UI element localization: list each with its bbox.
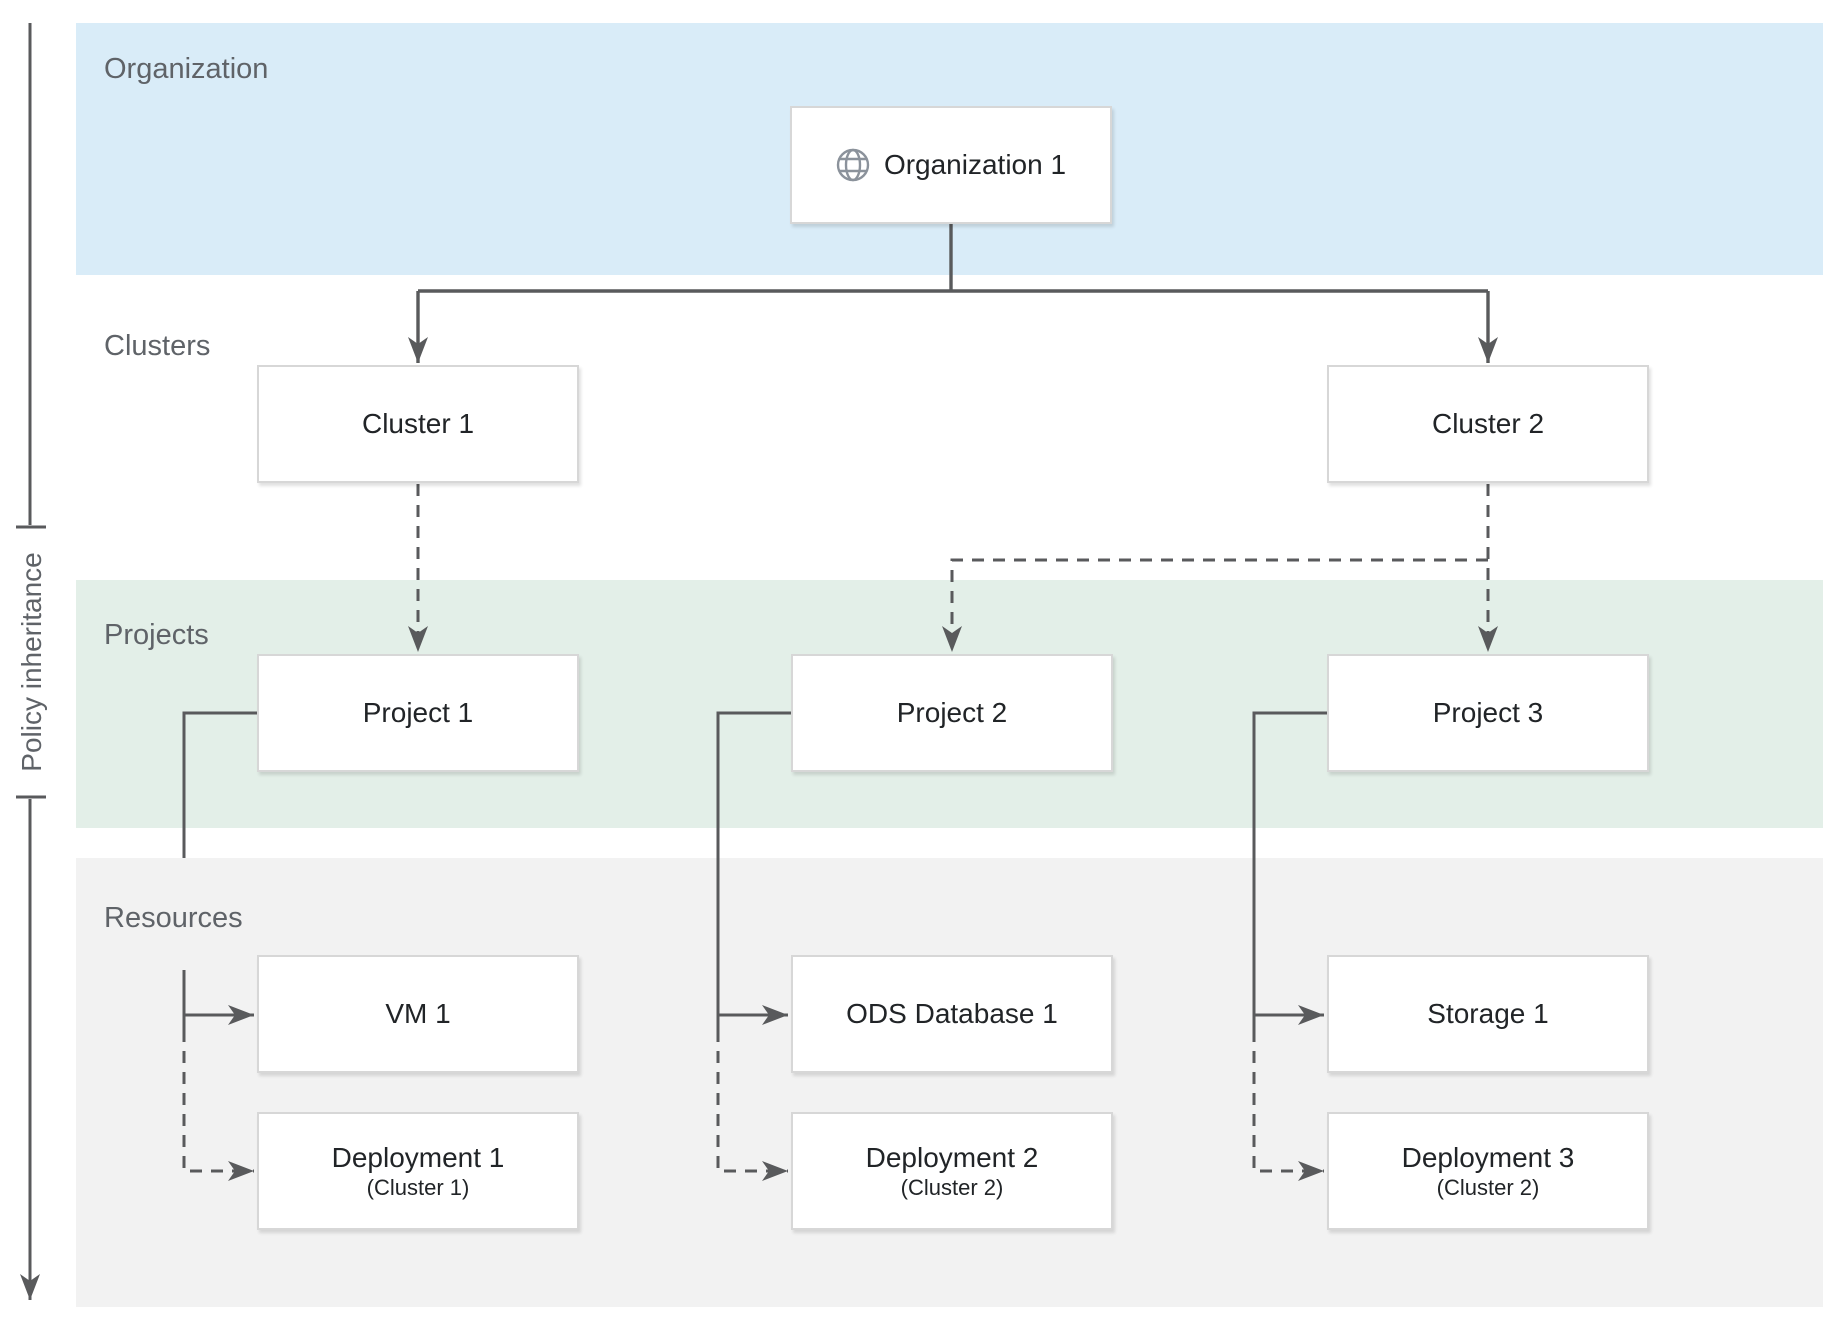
node-deployment-1-label: Deployment 1 xyxy=(331,1141,505,1173)
node-vm-1: VM 1 xyxy=(257,955,579,1073)
edge-organization-to-clusters xyxy=(408,222,1498,363)
edge-project2-column xyxy=(716,711,791,1181)
node-cluster-1: Cluster 1 xyxy=(257,365,579,483)
band-organization-label: Organization xyxy=(104,53,269,85)
node-deployment-1: Deployment 1 (Cluster 1) xyxy=(257,1112,579,1230)
node-deployment-3-label: Deployment 3 xyxy=(1401,1141,1575,1173)
node-deployment-2-sublabel: (Cluster 2) xyxy=(900,1175,1004,1200)
node-deployment-3: Deployment 3 (Cluster 2) xyxy=(1327,1112,1649,1230)
edge-cluster2-to-project2 xyxy=(942,558,1488,652)
edge-project1-column xyxy=(182,711,257,1181)
policy-inheritance-label: Policy inheritance xyxy=(16,552,47,771)
node-vm-1-label: VM 1 xyxy=(385,997,451,1029)
node-project-3-label: Project 3 xyxy=(1432,696,1544,728)
node-organization-1-label: Organization 1 xyxy=(883,148,1067,180)
policy-inheritance-label-layer: Policy inheritance xyxy=(16,552,47,771)
node-cluster-2-label: Cluster 2 xyxy=(1431,407,1545,439)
node-project-3: Project 3 xyxy=(1327,654,1649,772)
node-cluster-2: Cluster 2 xyxy=(1327,365,1649,483)
node-project-2-label: Project 2 xyxy=(896,696,1008,728)
node-deployment-1-sublabel: (Cluster 1) xyxy=(366,1175,470,1200)
node-ods-database-1: ODS Database 1 xyxy=(791,955,1113,1073)
globe-icon xyxy=(836,148,870,182)
node-deployment-3-sublabel: (Cluster 2) xyxy=(1436,1175,1540,1200)
node-deployment-2-label: Deployment 2 xyxy=(865,1141,1039,1173)
band-clusters-label: Clusters xyxy=(104,330,211,362)
node-cluster-1-label: Cluster 1 xyxy=(361,407,475,439)
node-storage-1-label: Storage 1 xyxy=(1427,997,1549,1029)
node-project-1: Project 1 xyxy=(257,654,579,772)
node-deployment-2: Deployment 2 (Cluster 2) xyxy=(791,1112,1113,1230)
band-resources xyxy=(76,858,1823,1307)
policy-inheritance-arrow xyxy=(16,23,46,1300)
node-project-2: Project 2 xyxy=(791,654,1113,772)
node-storage-1: Storage 1 xyxy=(1327,955,1649,1073)
node-organization-1: Organization 1 xyxy=(790,106,1112,224)
band-resources-label: Resources xyxy=(104,902,243,934)
edge-project3-column xyxy=(1252,711,1327,1181)
node-ods-database-1-label: ODS Database 1 xyxy=(846,997,1058,1029)
node-project-1-label: Project 1 xyxy=(362,696,474,728)
band-projects-label: Projects xyxy=(104,619,209,651)
